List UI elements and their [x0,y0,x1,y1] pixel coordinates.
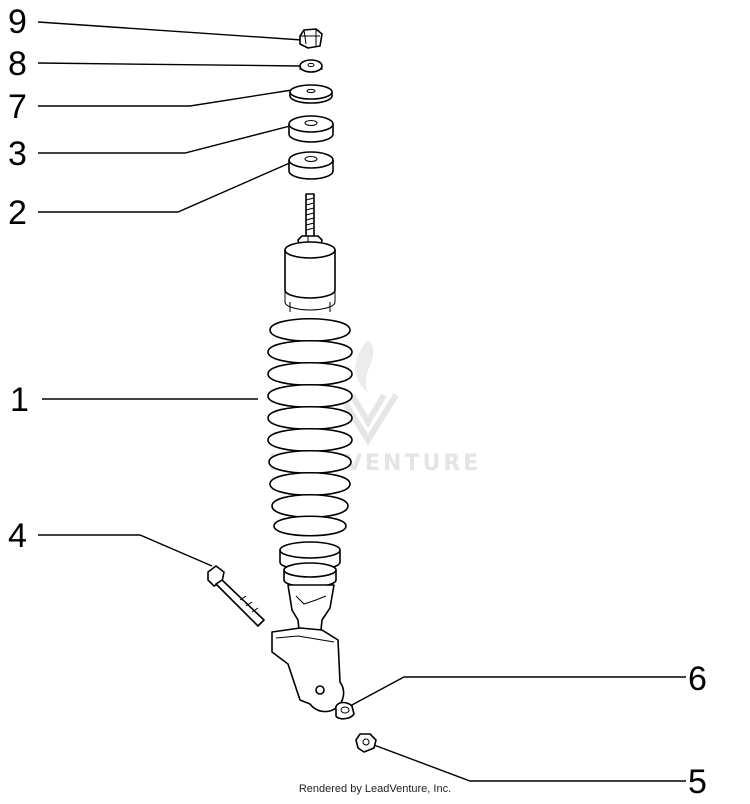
leader-line-7 [38,89,293,107]
leader-line-8 [37,62,301,67]
leader-line-6 [349,676,686,707]
callout-numbers: 9 8 7 3 2 1 4 6 5 [8,3,707,801]
callout-2: 2 [8,194,27,232]
watermark-logo-icon [337,340,399,446]
callout-4: 4 [8,517,27,555]
leader-line-2 [38,161,293,213]
part-1-shock-absorber [267,193,353,713]
leader-line-3 [38,125,291,154]
leader-line-9 [37,21,303,41]
callout-8: 8 [8,45,27,83]
leader-line-4 [38,534,213,567]
callout-5: 5 [688,763,707,801]
rod-threads [305,197,315,231]
part-8-small-washer [299,59,323,73]
callout-9: 9 [8,3,27,41]
part-6-washer [335,701,355,720]
part-3-upper-bushing [288,115,334,143]
credit-text: Rendered by LeadVenture, Inc. [299,783,451,795]
callout-3: 3 [8,135,27,173]
leader-lines [37,21,686,782]
part-4-bolt [207,565,265,627]
coil-spring [267,318,353,537]
part-9-top-nut [299,28,323,49]
leader-line-5 [373,744,686,782]
callout-1: 1 [10,381,29,419]
callout-6: 6 [688,660,707,698]
part-5-nut [355,733,377,753]
part-2-lower-bushing [288,151,334,180]
callout-7: 7 [8,88,27,126]
part-7-flat-washer [289,84,333,104]
